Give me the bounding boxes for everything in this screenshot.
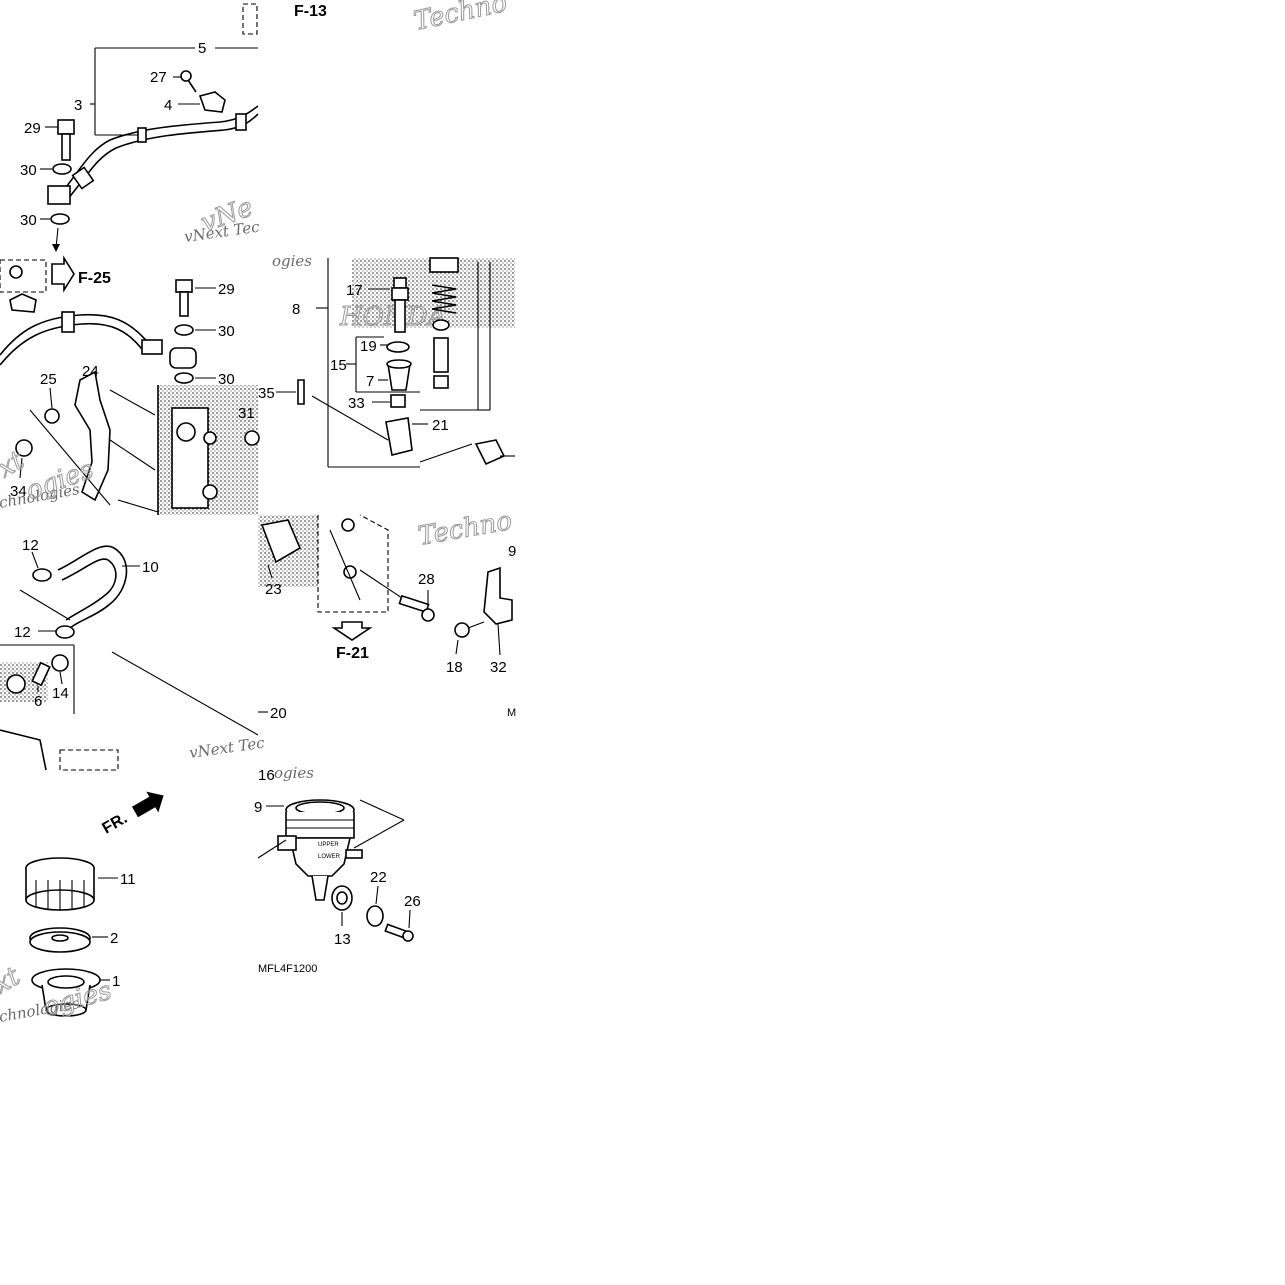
callout-20: 20 xyxy=(270,705,287,722)
callout-17: 17 xyxy=(346,282,363,299)
callout-9: 9 xyxy=(508,543,516,560)
reservoir-lower-label: LOWER xyxy=(318,854,341,860)
joint-6-icon xyxy=(6,674,26,694)
callout-30: 30 xyxy=(20,162,37,179)
watermark-text: xt xyxy=(0,961,26,1000)
collar-22-icon xyxy=(366,905,384,927)
clamp-4-icon xyxy=(198,91,226,113)
ref-box-f13 xyxy=(242,3,258,35)
callout-12: 12 xyxy=(14,624,31,641)
callout-30: 30 xyxy=(218,323,235,340)
bolt-29-icon xyxy=(57,119,75,135)
ref-f25: F-25 xyxy=(78,270,111,287)
callout-19: 19 xyxy=(360,338,377,355)
joint-21-icon xyxy=(385,417,413,456)
washer-30-icon xyxy=(52,163,72,175)
tile-master-cylinder: F-25 29 30 30 xyxy=(0,255,260,515)
pin-35-icon xyxy=(297,379,305,405)
arrow-f21-icon xyxy=(331,621,373,641)
callout-30: 30 xyxy=(218,371,235,388)
callout-30: 30 xyxy=(20,212,37,229)
ref-f21: F-21 xyxy=(336,645,369,662)
watermark-text: Techno xyxy=(411,0,510,37)
piston-17-icon xyxy=(393,277,407,289)
reservoir-upper-label: UPPER xyxy=(318,842,339,848)
callout-32: 18 xyxy=(446,659,463,676)
washer-30-icon xyxy=(50,213,70,225)
callout-10: 10 xyxy=(142,559,159,576)
nut-34-icon xyxy=(15,439,33,457)
callout-2: 2 xyxy=(110,930,118,947)
tile-bracket: 20 23 28 F-21 32 9 18 M Techno xyxy=(258,505,516,722)
callout-23: 23 xyxy=(265,581,282,598)
bracket-24-icon xyxy=(74,370,111,502)
callout-1: 1 xyxy=(112,973,120,990)
callout-14: 14 xyxy=(52,685,69,702)
washer-30-icon xyxy=(174,324,194,336)
callout-24: 24 xyxy=(82,363,99,380)
watermark-text: ogies xyxy=(272,252,312,270)
callout-16: 16 xyxy=(258,767,275,784)
callout-4: 4 xyxy=(164,97,172,114)
callout-11: 11 xyxy=(120,871,136,888)
bolt-27-icon xyxy=(180,70,192,82)
arrow-f25-icon xyxy=(51,255,75,293)
callout-7: 7 xyxy=(366,373,374,390)
screw-32-icon xyxy=(454,622,470,638)
callout-12: 12 xyxy=(22,537,39,554)
bolt-29-icon xyxy=(175,279,193,293)
watermark-text: ogies xyxy=(274,764,314,782)
o-ring-14-icon xyxy=(51,654,69,672)
m-label: M xyxy=(507,707,516,719)
callout-33: 33 xyxy=(348,395,365,412)
tile-upper-hose: F-13 5 27 3 4 29 30 30 Techno vNext Tec … xyxy=(20,0,510,252)
tile-reservoir-hose: 10 12 12 14 6 vNext Tec xyxy=(0,537,266,771)
callout-5: 5 xyxy=(198,40,206,57)
tile-piston-kit: HONDA ogies 8 17 19 15 7 xyxy=(258,252,515,468)
callout-26: 26 xyxy=(404,893,421,910)
watermark-text: Techno xyxy=(416,506,514,552)
callout-27: 27 xyxy=(150,69,167,86)
watermark-text: vNext Tec xyxy=(188,733,266,761)
callout-28: 28 xyxy=(418,571,435,588)
callout-18: 32 xyxy=(490,659,507,676)
callout-9: 9 xyxy=(254,799,262,816)
front-arrow-icon xyxy=(132,791,164,818)
bracket-23-icon xyxy=(260,519,302,564)
ref-f13: F-13 xyxy=(294,3,327,20)
callout-13: 13 xyxy=(334,931,351,948)
callout-15: 15 xyxy=(330,357,347,374)
grommet-25-icon xyxy=(44,408,60,424)
watermark-brand: HONDA xyxy=(339,302,446,332)
circlip-19-icon xyxy=(386,341,410,353)
switch-18-icon xyxy=(483,566,513,625)
front-label: FR. xyxy=(100,810,131,838)
tile-reservoir: ogies 16 9 UPPER LOWER 13 22 26 MFL4F120… xyxy=(254,764,421,975)
nut-33-icon xyxy=(390,394,406,408)
brake-hose-lower xyxy=(0,313,151,356)
tile-reservoir-cap: FR. 11 2 1 chnologies ogies xt xyxy=(0,791,164,1026)
callout-29: 29 xyxy=(24,120,41,137)
hose-clip-12-icon xyxy=(55,625,75,639)
callout-34: 34 xyxy=(10,483,27,500)
callout-21: 21 xyxy=(432,417,449,434)
reservoir-hose-10 xyxy=(57,545,128,629)
callout-35: 35 xyxy=(258,385,275,402)
washer-30-icon xyxy=(174,372,194,384)
drawing-code: MFL4F1200 xyxy=(258,963,317,975)
callout-3: 3 xyxy=(74,97,82,114)
callout-6: 6 xyxy=(34,693,42,710)
callout-29: 29 xyxy=(218,281,235,298)
hose-clip-12-icon xyxy=(32,568,52,582)
callout-25: 25 xyxy=(40,371,57,388)
callout-31: 31 xyxy=(238,405,255,422)
callout-22: 22 xyxy=(370,869,387,886)
spring-icon xyxy=(431,284,457,314)
callout-8: 8 xyxy=(292,301,300,318)
